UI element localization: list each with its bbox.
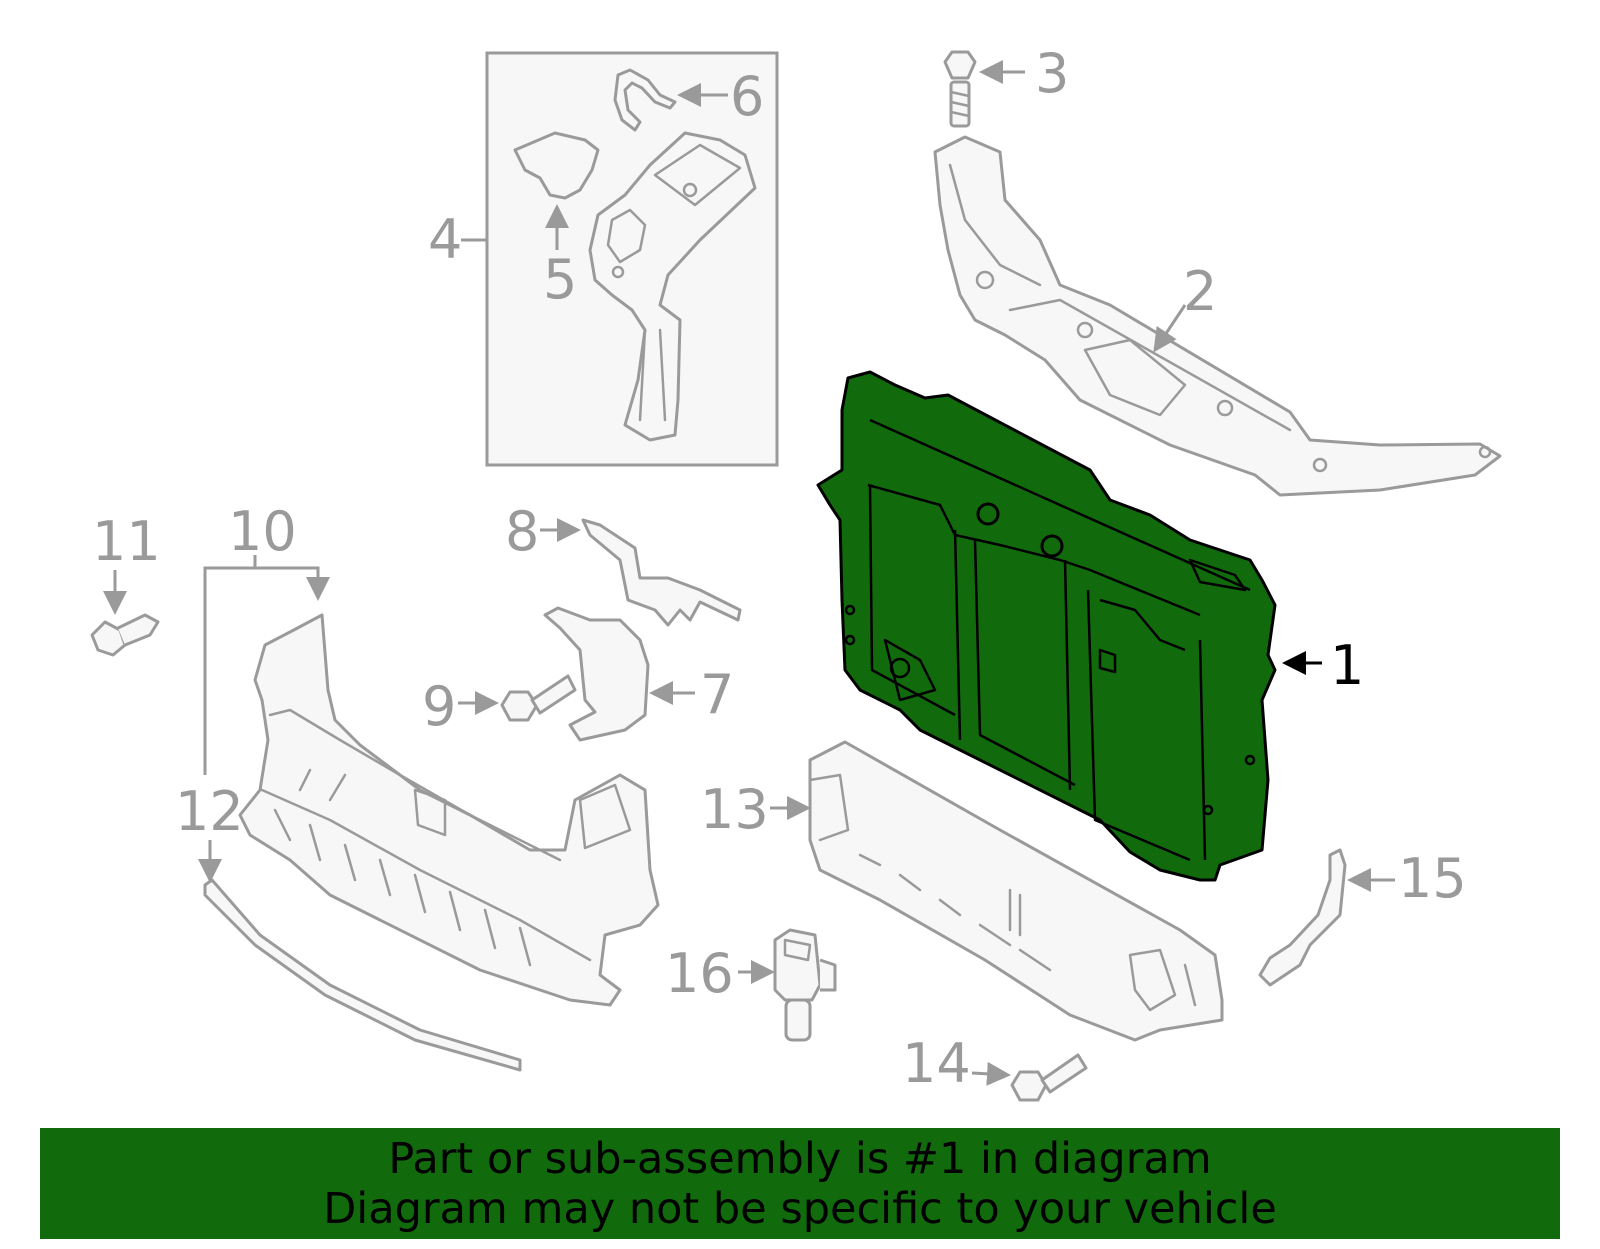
part-5-bracket [513, 131, 600, 250]
callout-11: 11 [92, 510, 161, 573]
callout-3: 3 [1035, 42, 1069, 105]
banner-line-1: Part or sub-assembly is #1 in diagram [388, 1134, 1212, 1184]
callout-16: 16 [665, 942, 734, 1005]
banner-line-2: Diagram may not be specific to your vehi… [323, 1184, 1277, 1234]
callout-10: 10 [228, 500, 297, 563]
callout-14: 14 [902, 1032, 971, 1095]
part-14-bolt [971, 1053, 1088, 1102]
info-banner: Part or sub-assembly is #1 in diagram Di… [40, 1128, 1560, 1239]
part-16-sensor [738, 928, 837, 1042]
part-1-radiator-support [816, 370, 1322, 882]
part-12-seal-strip [198, 840, 522, 1072]
part-9-bolt [458, 674, 577, 722]
callout-1: 1 [1330, 634, 1364, 697]
part-10-lower-panel [238, 613, 660, 1007]
part-7-bracket [543, 606, 695, 742]
part-3-bolt [943, 50, 1025, 128]
part-6-seal [613, 68, 728, 132]
part-11-clip [90, 570, 160, 657]
part-2-tie-bar [933, 135, 1502, 497]
part-15-harness [1258, 848, 1395, 987]
callout-9: 9 [422, 675, 456, 738]
part-13-deflector [770, 740, 1224, 1042]
callout-4: 4 [428, 208, 462, 271]
callout-6: 6 [730, 65, 764, 128]
callout-2: 2 [1183, 260, 1217, 323]
callout-13: 13 [700, 778, 769, 841]
part-4-support [588, 131, 757, 442]
callout-15: 15 [1398, 847, 1467, 910]
callout-5: 5 [543, 248, 577, 311]
callout-12: 12 [175, 780, 244, 843]
part-8-bracket [540, 518, 742, 627]
callout-7: 7 [700, 663, 734, 726]
callout-8: 8 [505, 500, 539, 563]
part-10-leaders [203, 555, 330, 775]
